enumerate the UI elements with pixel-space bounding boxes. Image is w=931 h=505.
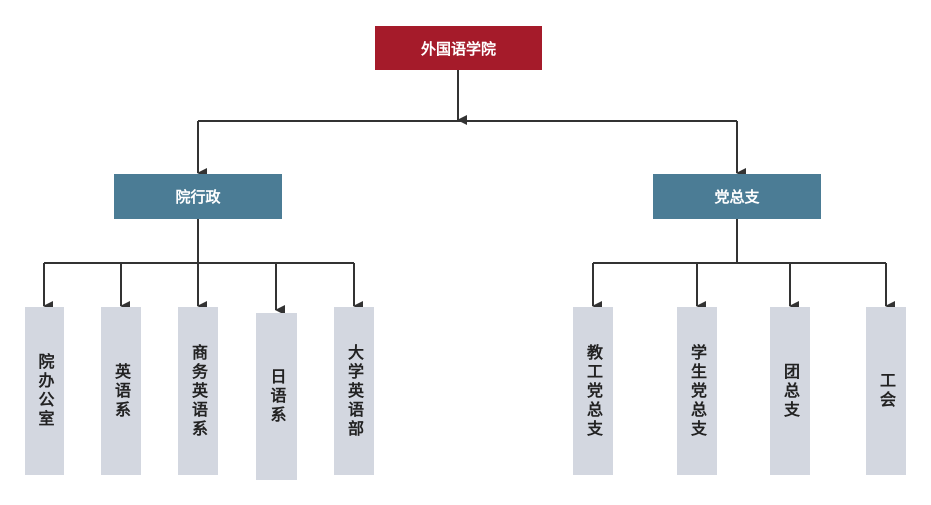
branch-label-party: 党总支 (714, 188, 760, 206)
leaf-node-faculty-party: 教工党总支 (573, 307, 613, 475)
leaf-label-faculty-party: 教工党总支 (584, 343, 603, 439)
branch-label-admin: 院行政 (175, 188, 221, 206)
branch-node-admin: 院行政 (114, 174, 282, 219)
leaf-node-business-english: 商务英语系 (178, 307, 218, 475)
leaf-label-student-party: 学生党总支 (688, 343, 707, 439)
leaf-node-japanese: 日语系 (256, 313, 297, 480)
leaf-node-union: 工会 (866, 307, 906, 475)
leaf-label-college-english: 大学英语部 (345, 343, 364, 439)
leaf-label-youth-league: 团总支 (781, 362, 800, 420)
leaf-label-office: 院办公室 (35, 353, 55, 429)
root-node: 外国语学院 (375, 26, 542, 70)
leaf-node-student-party: 学生党总支 (677, 307, 717, 475)
leaf-label-japanese: 日语系 (267, 368, 287, 425)
leaf-label-union: 工会 (877, 372, 896, 410)
leaf-label-business-english: 商务英语系 (189, 343, 208, 439)
leaf-node-office: 院办公室 (25, 307, 64, 475)
branch-node-party: 党总支 (653, 174, 821, 219)
root-label: 外国语学院 (420, 39, 496, 58)
leaf-node-english: 英语系 (101, 307, 141, 475)
leaf-label-english: 英语系 (112, 362, 131, 420)
leaf-node-youth-league: 团总支 (770, 307, 810, 475)
leaf-node-college-english: 大学英语部 (334, 307, 374, 475)
